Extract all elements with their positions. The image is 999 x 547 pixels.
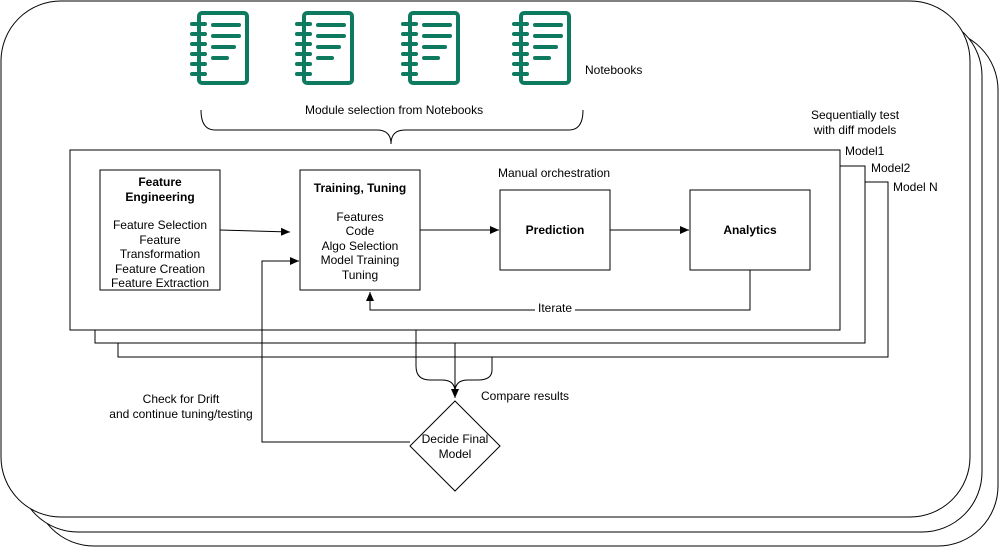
feature-engineering-item: Feature Selection xyxy=(112,218,208,232)
decide-final-model-line-1: Decide Final xyxy=(421,432,489,446)
compare-brace-left xyxy=(415,330,456,393)
training-tuning-item: Features xyxy=(336,209,384,224)
iterate-label-mask xyxy=(535,302,575,316)
feature-engineering-title-line-1: Feature xyxy=(138,175,182,189)
check-drift-line-2: and continue tuning/testing xyxy=(109,406,253,421)
arrow-fe-to-training xyxy=(219,227,291,236)
notebooks-brace xyxy=(200,109,584,145)
feature-engineering-item: Feature Extraction xyxy=(110,276,210,290)
model1-label: Model1 xyxy=(845,144,885,158)
training-tuning-item: Algo Selection xyxy=(321,238,399,253)
notebook-icon xyxy=(512,11,571,85)
decide-final-model-diamond xyxy=(409,400,501,492)
feature-engineering-box xyxy=(99,169,221,291)
sequential-test-line-1: Sequentially test xyxy=(810,108,900,122)
manual-orchestration-label: Manual orchestration xyxy=(498,166,611,180)
sequential-test-line-2: with diff models xyxy=(813,122,897,137)
feature-engineering-text: Feature Engineering Feature Selection Fe… xyxy=(100,175,220,291)
check-drift-label: Check for Drift and continue tuning/test… xyxy=(96,392,266,421)
iterate-label: Iterate xyxy=(538,301,573,315)
notebook-icon xyxy=(401,11,460,85)
training-tuning-item: Code xyxy=(345,224,375,238)
notebook-icon xyxy=(190,11,249,85)
decide-final-model-line-2: Model xyxy=(438,446,472,461)
decide-final-model-text: Decide Final Model xyxy=(410,432,500,461)
training-tuning-box xyxy=(299,169,421,291)
module-selection-label: Module selection from Notebooks xyxy=(305,103,484,117)
prediction-title: Prediction xyxy=(525,223,585,237)
drift-feedback-arrow xyxy=(261,257,410,443)
training-tuning-title: Training, Tuning xyxy=(313,181,407,195)
notebook-icon xyxy=(295,11,354,85)
training-tuning-item: Tuning xyxy=(341,267,379,282)
compare-brace-right xyxy=(454,357,493,393)
analytics-box xyxy=(689,189,811,271)
feature-engineering-item: Feature Creation xyxy=(114,261,206,276)
sequential-test-label: Sequentially test with diff models xyxy=(800,108,910,137)
prediction-box xyxy=(499,189,611,271)
feature-engineering-title-line-2: Engineering xyxy=(125,189,195,204)
model-n-label: Model N xyxy=(893,180,938,194)
check-drift-line-1: Check for Drift xyxy=(142,392,220,406)
compare-results-label: Compare results xyxy=(481,389,570,403)
analytics-title: Analytics xyxy=(723,223,777,237)
model2-label: Model2 xyxy=(871,161,911,175)
feature-engineering-item: Feature xyxy=(139,232,181,247)
feature-engineering-item: Transformation xyxy=(119,247,201,261)
training-tuning-item: Model Training xyxy=(320,253,400,267)
training-tuning-text: Training, Tuning Features Code Algo Sele… xyxy=(300,181,420,282)
notebooks-label: Notebooks xyxy=(585,63,643,77)
